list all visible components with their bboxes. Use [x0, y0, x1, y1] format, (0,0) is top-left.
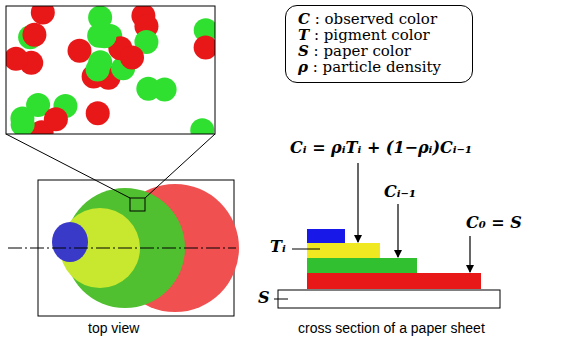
paper-label: S: [258, 288, 270, 307]
caption: top view: [88, 320, 139, 336]
particle: [6, 47, 28, 71]
particle: [88, 6, 112, 30]
layer-label: C₀ = S: [466, 213, 522, 232]
inset-frame: [6, 6, 215, 134]
formula: Cᵢ = ρᵢTᵢ + (1−ρᵢ)Cᵢ₋₁: [290, 138, 472, 157]
particle: [120, 45, 144, 69]
particle: [44, 107, 68, 131]
particle: [190, 118, 214, 134]
inset-ground: [6, 6, 215, 134]
particles: [6, 6, 215, 134]
particle: [88, 50, 112, 74]
yellow-layer: [307, 243, 380, 258]
layer-label: Tᵢ: [270, 237, 286, 256]
legend-entry: S : paper color: [298, 43, 460, 59]
layer-label: Cᵢ₋₁: [384, 182, 416, 201]
leader-arrow: [397, 204, 398, 257]
particle: [194, 36, 215, 60]
particle: [86, 101, 110, 125]
paper-sheet: [278, 290, 500, 308]
particle: [136, 77, 160, 101]
green-layer: [307, 258, 417, 273]
particle: [11, 113, 35, 134]
leader-arrow: [469, 236, 470, 272]
particle: [68, 39, 92, 63]
blue-layer: [52, 222, 88, 262]
legend-entry: C : observed color: [298, 11, 460, 27]
leader-arrow: [357, 163, 358, 242]
leader-line: [274, 299, 288, 300]
particle: [31, 6, 55, 24]
legend-entry: T : pigment color: [298, 27, 460, 43]
zoom-line: [6, 134, 130, 198]
section-line: [8, 248, 236, 249]
legend-entry: ρ : particle density: [298, 59, 460, 75]
particle: [22, 23, 46, 47]
legend-box: C : observed colorT : pigment colorS : p…: [285, 5, 473, 83]
leader-line: [292, 249, 320, 250]
zoom-line: [145, 134, 215, 198]
blue-layer: [307, 229, 345, 243]
caption: cross section of a paper sheet: [298, 320, 485, 336]
red-layer: [307, 273, 481, 289]
zoom-area: [130, 198, 145, 211]
